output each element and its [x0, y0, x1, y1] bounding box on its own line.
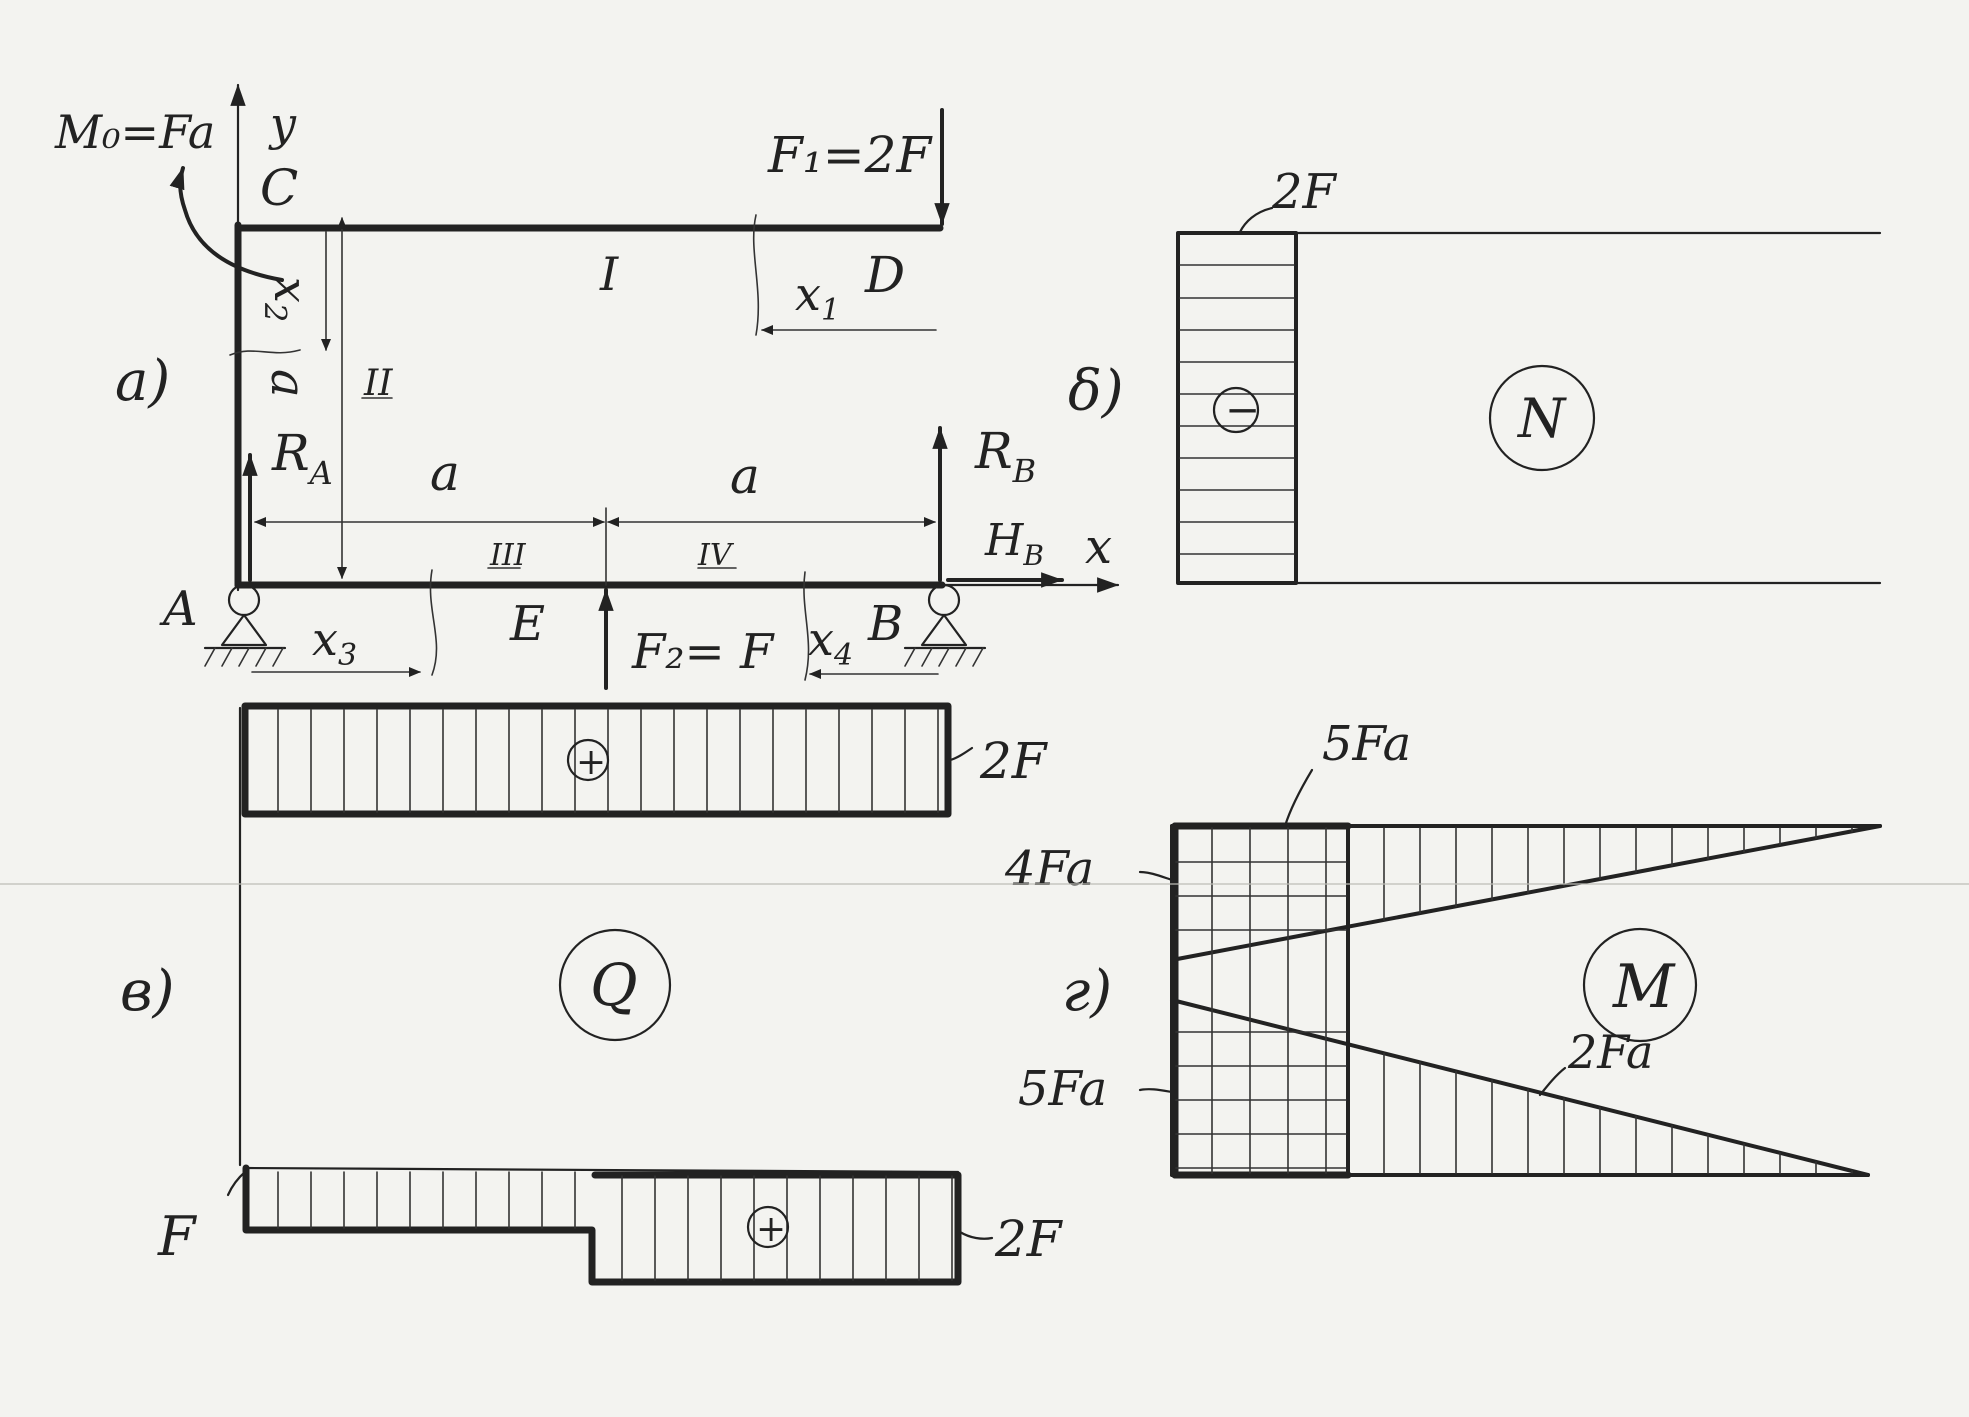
- q-symbol-circle: [558, 928, 672, 1042]
- q-top-area: [241, 702, 952, 818]
- section-cut-3: [429, 569, 438, 676]
- point-c-label: C: [260, 159, 298, 217]
- point-d-label: D: [864, 246, 905, 304]
- m-4fa-label: 4Fa: [1004, 841, 1094, 897]
- m-lower-slope: [1170, 998, 1870, 1177]
- m-5fa-top-leader: [1283, 768, 1314, 828]
- panel-c-label: в): [120, 959, 174, 1024]
- q-top-value: 2F: [979, 732, 1049, 790]
- m-symbol-circle: [1582, 927, 1698, 1043]
- q-symbol: Q: [590, 951, 638, 1019]
- m-5fa-left-label: 5Fa: [1018, 1061, 1107, 1117]
- point-e-label: E: [509, 596, 545, 652]
- m-2fa-label: 2Fa: [1567, 1025, 1654, 1079]
- dimension-a2-label: a: [730, 447, 760, 505]
- n-diagram-area: [1176, 231, 1298, 585]
- dimension-a1-label: a: [430, 444, 460, 502]
- m-5fa-top-label: 5Fa: [1322, 716, 1411, 772]
- section-3-label: III: [489, 538, 527, 573]
- x-axis-label: x: [1085, 519, 1112, 575]
- section-cut-4: [803, 571, 810, 681]
- n-symbol-circle: [1488, 364, 1596, 472]
- panel-d-label: г): [1062, 959, 1112, 1024]
- frame-scheme: y M₀=Fa x C D A B E F₁=2F F₂= F RA: [54, 83, 1120, 690]
- n-value-label: 2F: [1271, 164, 1338, 220]
- m-hatching: [1175, 827, 1853, 1174]
- coord-x4-label: x4: [808, 612, 853, 673]
- m-4fa-leader: [1138, 870, 1174, 882]
- point-a-label: A: [159, 581, 198, 637]
- m-upper-slope: [1170, 824, 1882, 962]
- support-b: [903, 583, 987, 667]
- coord-x2-label: x2: [257, 277, 318, 322]
- q-top-sign: +: [576, 742, 606, 783]
- reaction-ra-label: RA: [271, 424, 333, 492]
- n-hatching: [1179, 264, 1295, 555]
- moment-label: M₀=Fa: [54, 105, 215, 159]
- q-bottom-left-leader: [226, 1170, 247, 1197]
- reaction-hb-label: HB: [984, 515, 1044, 572]
- q-bottom-sign: +: [756, 1209, 786, 1250]
- q-bottom-sign-circle: [746, 1205, 790, 1249]
- n-value-leader: [1238, 206, 1274, 234]
- m-2fa-leader: [1538, 1066, 1567, 1097]
- panel-a-label: a): [115, 349, 170, 414]
- m-symbol: M: [1612, 952, 1676, 1022]
- moment-arrow: [169, 166, 284, 282]
- reaction-rb-label: RB: [974, 422, 1036, 490]
- q-top-sign-circle: [566, 738, 610, 782]
- q-bottom-right-value: 2F: [994, 1210, 1064, 1268]
- coord-x1-label: x1: [795, 267, 840, 328]
- section-1-label: I: [599, 247, 619, 301]
- diagram-m: 5Fa 4Fa 5Fa 2Fa M г): [1004, 716, 1882, 1179]
- force-f2-label: F₂= F: [631, 624, 775, 680]
- section-4-label: IV: [697, 538, 735, 573]
- panel-b-label: δ): [1068, 359, 1124, 424]
- n-symbol: N: [1516, 387, 1567, 450]
- support-a: [203, 583, 287, 667]
- q-bottom-area: [242, 1164, 962, 1286]
- q-bottom-hatching: [277, 1171, 953, 1281]
- force-f1-label: F₁=2F: [767, 126, 933, 184]
- diagram-n: − 2F N δ): [1068, 164, 1882, 585]
- point-b-label: B: [867, 596, 903, 652]
- section-cut-2: [229, 349, 301, 356]
- coord-x3-label: x3: [312, 612, 357, 673]
- q-bottom-left-value: F: [157, 1205, 198, 1268]
- dimension-a-vertical-label: a: [260, 369, 316, 398]
- m-5fa-left-leader: [1138, 1088, 1174, 1094]
- section-cut-1: [752, 214, 760, 336]
- q-top-leader: [948, 746, 974, 762]
- diagram-q: + 2F + F 2F Q в): [120, 702, 1064, 1286]
- n-sign: −: [1225, 385, 1260, 434]
- section-2-label: II: [363, 363, 393, 404]
- q-bottom-right-leader: [958, 1230, 994, 1240]
- n-sign-circle: [1212, 386, 1260, 434]
- y-axis-label: y: [268, 97, 297, 151]
